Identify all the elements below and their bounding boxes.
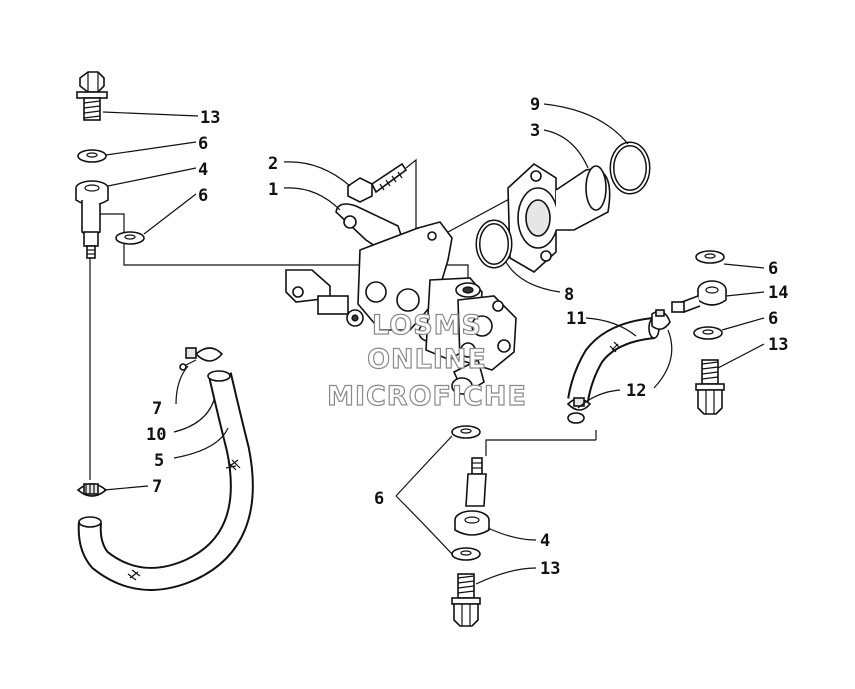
left-banjo-bolt bbox=[76, 71, 108, 121]
left-washer-lower bbox=[115, 231, 145, 245]
callout-6-right-lower: 6 bbox=[768, 309, 778, 329]
banjo-fitting-14 bbox=[671, 280, 727, 314]
oil-pump bbox=[285, 221, 517, 396]
leader-washer-fitting bbox=[100, 213, 125, 232]
callout-13-center: 13 bbox=[540, 559, 560, 579]
hose-5 bbox=[77, 370, 254, 591]
callout-4-center: 4 bbox=[540, 531, 550, 551]
callout-6-right-upper: 6 bbox=[768, 259, 778, 279]
flange-housing-3 bbox=[507, 162, 611, 273]
callout-1: 1 bbox=[268, 180, 278, 200]
clamp-12 bbox=[566, 309, 671, 424]
callout-3: 3 bbox=[530, 121, 540, 141]
callout-12: 12 bbox=[626, 381, 646, 401]
callout-9: 9 bbox=[530, 95, 540, 115]
center-bolt-13 bbox=[451, 573, 481, 627]
right-washer-lower bbox=[693, 326, 723, 340]
callout-5: 5 bbox=[154, 451, 164, 471]
watermark: LOSMS ONLINE MICROFICHE bbox=[326, 309, 527, 412]
callout-14: 14 bbox=[768, 283, 788, 303]
right-bolt-13 bbox=[695, 359, 725, 415]
bolt-2 bbox=[347, 162, 408, 203]
callout-8: 8 bbox=[564, 285, 574, 305]
center-washer-lower bbox=[451, 547, 481, 561]
callout-11: 11 bbox=[566, 309, 586, 329]
callout-6-center: 6 bbox=[374, 489, 384, 509]
left-banjo-fitting bbox=[75, 180, 109, 259]
clamp-lower bbox=[76, 483, 108, 497]
o-ring-8 bbox=[475, 219, 513, 269]
leader-right-hose bbox=[485, 439, 596, 456]
callout-labels: 13 6 4 6 2 1 9 3 8 6 14 6 13 11 12 7 10 … bbox=[146, 95, 788, 579]
watermark-line-1: LOSMS bbox=[372, 310, 482, 341]
callout-13-left: 13 bbox=[200, 108, 220, 128]
left-washer-upper bbox=[77, 149, 107, 163]
center-banjo-4 bbox=[454, 457, 490, 536]
right-washer-upper bbox=[695, 250, 725, 264]
callout-2: 2 bbox=[268, 154, 278, 174]
callout-leaders bbox=[102, 103, 765, 585]
center-washer-upper bbox=[451, 425, 481, 439]
callout-4-left: 4 bbox=[198, 160, 208, 180]
callout-13-right: 13 bbox=[768, 335, 788, 355]
watermark-line-2: ONLINE bbox=[367, 344, 487, 375]
watermark-line-3: MICROFICHE bbox=[327, 381, 527, 412]
callout-10: 10 bbox=[146, 425, 166, 445]
clamp-upper bbox=[179, 347, 224, 371]
leader-bolt-2 bbox=[405, 158, 417, 232]
callout-6-lower-left: 6 bbox=[198, 186, 208, 206]
callout-7-upper: 7 bbox=[152, 399, 162, 419]
o-ring-9 bbox=[609, 141, 651, 195]
hose-11 bbox=[567, 317, 660, 403]
callout-6-upper-left: 6 bbox=[198, 134, 208, 154]
callout-7-lower: 7 bbox=[152, 477, 162, 497]
